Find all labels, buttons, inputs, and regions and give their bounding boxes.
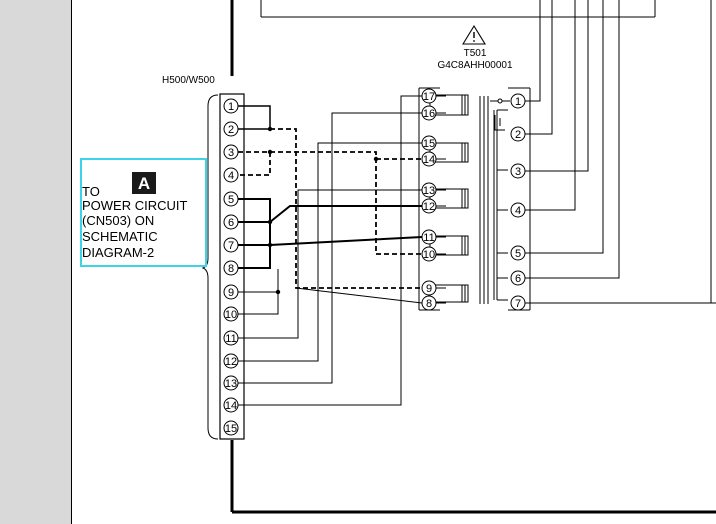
transformer-pin-11-label: 11 (423, 232, 434, 244)
transformer-secondary-pin-1-label: 1 (515, 96, 521, 108)
transformer-secondary-pin-6-label: 6 (515, 273, 521, 285)
connector-pin-9: 9 (223, 284, 239, 300)
transformer-part-number: G4C8AHH00001 (437, 60, 512, 71)
connector-pin-2: 2 (223, 121, 239, 137)
transformer-secondary-pin-2: 2 (510, 126, 526, 142)
note-marker-badge (132, 172, 156, 194)
connector-pin-9-label: 9 (228, 287, 234, 299)
transformer-pin-8-label: 8 (426, 298, 432, 310)
transformer-secondary-pin-3: 3 (510, 163, 526, 179)
transformer-secondary-pin-5: 5 (510, 245, 526, 261)
page-margin-sidebar (0, 0, 71, 524)
connector-pin-15-label: 15 (225, 423, 237, 435)
upper-block-outline (260, 0, 656, 18)
transformer-pin-15-label: 15 (423, 138, 435, 150)
connector-brace (201, 94, 219, 440)
connector-pin-8: 8 (223, 260, 239, 276)
connector-pin-4-label: 4 (228, 170, 234, 182)
note-box (80, 158, 207, 267)
connector-pin-12: 12 (223, 353, 239, 369)
connector-pin-14: 14 (223, 397, 239, 413)
transformer-ref: T501 (464, 48, 487, 59)
transformer-pin-12: 12 (421, 198, 437, 214)
connector-pin-13: 13 (223, 375, 239, 391)
transformer-pin-10-label: 10 (423, 249, 435, 261)
transformer-secondary-pin-4: 4 (510, 202, 526, 218)
transformer-pin-14-label: 14 (423, 154, 435, 166)
primary-windings (429, 94, 469, 303)
board-outline (230, 0, 716, 514)
connector-pin-6: 6 (223, 214, 239, 230)
connector-pin-4: 4 (223, 167, 239, 183)
transformer-secondary-pin-3-label: 3 (515, 166, 521, 178)
connector-pin-3: 3 (223, 144, 239, 160)
connector-pin-10-label: 10 (225, 309, 237, 321)
transformer-pin-9: 9 (421, 280, 437, 296)
transformer-secondary-pin-7: 7 (510, 295, 526, 311)
connector-pin-2-label: 2 (228, 124, 234, 136)
connector-pin-5-label: 5 (228, 194, 234, 206)
transformer-pin-9-label: 9 (426, 283, 432, 295)
transformer-pin-8: 8 (421, 295, 437, 311)
connector-pin-3-label: 3 (228, 147, 234, 159)
transformer-pin-14: 14 (421, 151, 437, 167)
connector-pin-10: 10 (223, 306, 239, 322)
connector-pin-11: 11 (223, 330, 239, 346)
note-line-1: TO (82, 184, 100, 199)
transformer-secondary-pin-4-label: 4 (515, 205, 521, 217)
transformer-pin-16-label: 16 (423, 108, 435, 120)
transformer-secondary-pin-5-label: 5 (515, 248, 521, 260)
warning-icon (462, 24, 486, 45)
transformer-pin-16: 16 (421, 105, 437, 121)
connector-pin-1-label: 1 (228, 101, 234, 113)
transformer-secondary-pin-1: 1 (510, 93, 526, 109)
note-line-5: DIAGRAM-2 (82, 245, 154, 260)
connector-pin-1: 1 (223, 98, 239, 114)
connector-pin-13-label: 13 (225, 378, 237, 390)
transformer-pin-10: 10 (421, 246, 437, 262)
transformer-pin-13: 13 (421, 182, 437, 198)
note-marker: A (138, 174, 150, 193)
transformer-pin-15: 15 (421, 135, 437, 151)
transformer-pin-17-label: 17 (423, 91, 435, 103)
transformer-secondary-pin-6: 6 (510, 270, 526, 286)
transformer-secondary-pin-2-label: 2 (515, 129, 521, 141)
connector-pin-5: 5 (223, 191, 239, 207)
note-line-3: (CN503) ON (82, 213, 154, 228)
note-line-2: POWER CIRCUIT (82, 198, 188, 213)
connector-pin-11-label: 11 (225, 333, 236, 345)
transformer-secondary-pins: 1 2 3 4 5 6 7 (510, 93, 526, 311)
connector-pin-7-label: 7 (228, 240, 234, 252)
transformer-primary-pins: 17 16 15 14 13 12 11 10 9 8 (421, 88, 437, 311)
transformer-pin-11: 11 (421, 229, 437, 245)
connector-pin-12-label: 12 (225, 356, 237, 368)
connector-pin-15: 15 (223, 420, 239, 436)
transformer-pin-12-label: 12 (423, 201, 435, 213)
note-line-4: SCHEMATIC (82, 229, 158, 244)
connector-pin-8-label: 8 (228, 263, 234, 275)
connector-pin-6-label: 6 (228, 217, 234, 229)
connector-label: H500/W500 (162, 75, 215, 86)
transformer-pin-13-label: 13 (423, 185, 435, 197)
secondary-windings (490, 98, 510, 301)
wiring (238, 0, 716, 406)
transformer-core (479, 96, 489, 304)
transformer-pin-17: 17 (421, 88, 437, 104)
transformer-secondary-pin-7-label: 7 (515, 298, 521, 310)
connector-pin-7: 7 (223, 237, 239, 253)
connector-pin-14-label: 14 (225, 400, 237, 412)
